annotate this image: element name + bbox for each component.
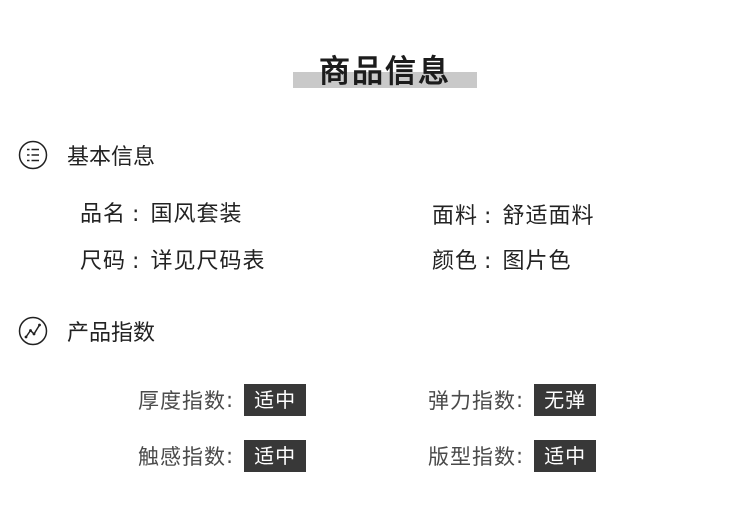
info-field-name: 品名:国风套装 (80, 202, 243, 227)
title-underline-bar (293, 72, 477, 88)
index-item-thickness: 厚度指数: 适中 (138, 383, 307, 417)
info-label: 面料 (432, 204, 479, 229)
section-header-product-index: 产品指数 (18, 314, 155, 348)
info-label: 品名 (80, 202, 127, 227)
page-title-block: 商品信息 (0, 42, 750, 94)
index-item-touch: 触感指数: 适中 (138, 439, 307, 473)
info-field-color: 颜色:图片色 (432, 249, 572, 274)
index-value-badge: 适中 (244, 440, 307, 472)
index-value-badge: 适中 (534, 440, 597, 472)
index-value-badge: 无弹 (534, 384, 597, 416)
index-value-badge: 适中 (244, 384, 307, 416)
section-title-basic-info: 基本信息 (67, 145, 156, 170)
info-value: 舒适面料 (502, 204, 595, 229)
page-title: 商品信息 (319, 54, 451, 90)
index-label: 厚度指数 (138, 389, 226, 413)
index-item-fit: 版型指数: 适中 (428, 439, 597, 473)
info-label: 尺码 (80, 249, 127, 274)
trend-chart-icon (18, 316, 48, 346)
index-label: 版型指数 (428, 445, 516, 469)
info-value: 详见尺码表 (150, 249, 266, 274)
section-header-basic-info: 基本信息 (18, 138, 155, 172)
info-field-fabric: 面料:舒适面料 (432, 204, 595, 229)
index-label: 弹力指数 (428, 389, 516, 413)
list-icon (18, 140, 48, 170)
info-value: 图片色 (502, 249, 572, 274)
info-field-size: 尺码:详见尺码表 (80, 249, 266, 274)
info-value: 国风套装 (150, 202, 243, 227)
index-item-elasticity: 弹力指数: 无弹 (428, 383, 597, 417)
info-label: 颜色 (432, 249, 479, 274)
section-title-product-index: 产品指数 (67, 321, 156, 346)
index-label: 触感指数 (138, 445, 226, 469)
